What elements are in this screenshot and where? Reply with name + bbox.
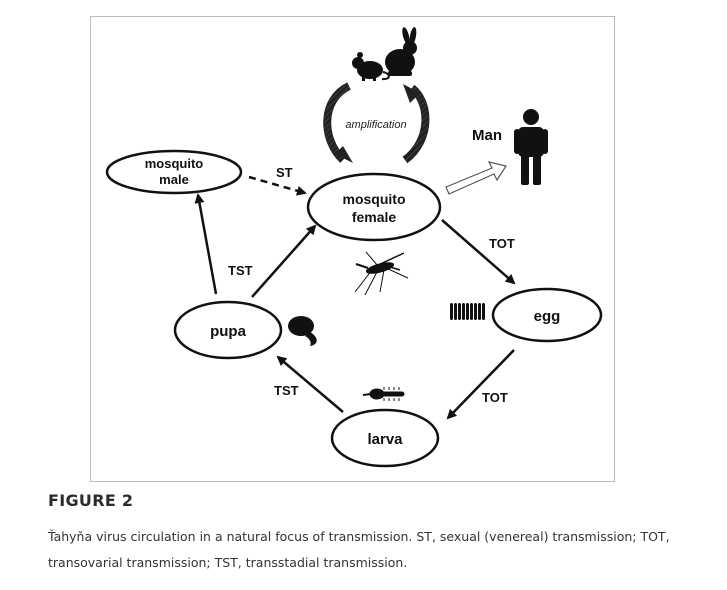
rat-icon [352,52,390,81]
edge-tot-female-egg-label: TOT [489,236,515,251]
figure-caption: Ťahyňa virus circulation in a natural fo… [48,529,670,570]
node-mosquito-female-line1: mosquito [343,191,406,207]
edge-egg-larva-arrow [446,349,515,420]
man-label: Man [472,127,502,144]
node-larva: larva [330,408,440,468]
edge-st-label: ST [276,165,293,180]
pupa-icon [288,316,317,346]
mosquito-icon [354,251,409,296]
node-pupa-label: pupa [210,323,246,340]
node-mosquito-female-line2: female [352,209,397,225]
node-mosquito-female: mosquito female [306,172,442,242]
edge-pupa-male-arrow [194,193,218,295]
edge-tst-larva-pupa-label: TST [274,383,299,398]
edge-tot-egg-larva-label: TOT [482,390,508,405]
node-egg-label: egg [534,308,561,325]
node-mosquito-male-line2: male [159,172,189,187]
edge-female-egg-arrow [441,219,516,285]
amplification-cycle: amplification [323,82,430,164]
rabbit-icon [385,27,417,76]
node-mosquito-male-line1: mosquito [145,156,204,171]
edge-tst-pupa-male-label: TST [228,263,253,278]
outline-arrow-icon [445,161,507,195]
amplification-label: amplification [345,119,406,131]
larva-icon [362,387,405,401]
figure-frame [90,16,615,482]
figure-title: FIGURE 2 [48,491,134,510]
node-pupa: pupa [173,300,283,360]
node-mosquito-male: mosquito male [105,149,243,195]
edge-pupa-female-arrow [251,224,317,298]
node-egg: egg [491,287,603,343]
human-icon [514,109,548,185]
edge-larva-pupa-arrow [276,355,344,413]
edge-st-arrow [248,175,307,196]
node-larva-label: larva [367,431,403,448]
eggs-icon [450,303,485,320]
